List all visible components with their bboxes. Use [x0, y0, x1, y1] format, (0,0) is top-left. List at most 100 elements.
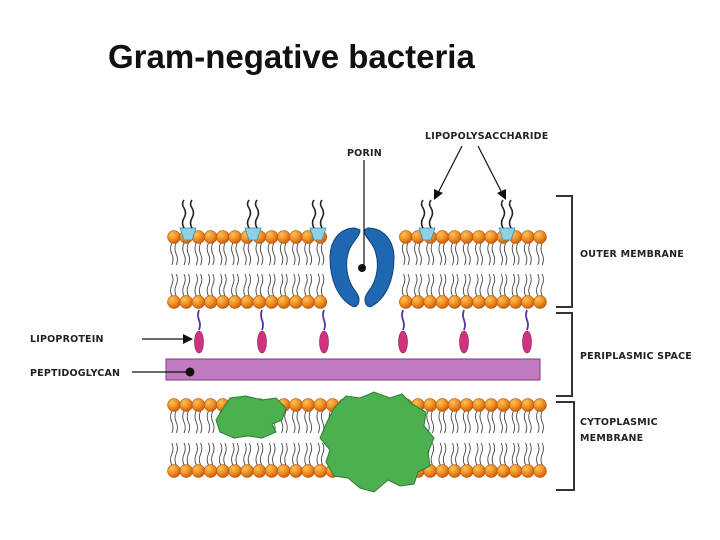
lipid-tail	[292, 273, 296, 297]
lipid-head	[167, 295, 181, 309]
lipid-tail	[418, 242, 422, 266]
lipid-tail	[304, 242, 308, 266]
lipid-head	[435, 398, 450, 412]
lipid-head	[289, 398, 303, 412]
lipid-tail	[267, 442, 272, 466]
lps-core	[309, 227, 327, 241]
lipid-tail	[406, 242, 410, 266]
o-antigen-chain	[508, 199, 514, 229]
lipid-head	[301, 295, 315, 309]
lipid-tail	[442, 273, 447, 297]
lipid-tail	[304, 410, 308, 434]
lipid-tail	[206, 410, 211, 434]
lipid-tail	[170, 410, 174, 434]
slide-title: Gram-negative bacteria	[108, 38, 475, 75]
lipid-tail	[211, 273, 215, 297]
o-antigen-chain	[428, 199, 434, 229]
lipid-head	[216, 230, 230, 244]
o-antigen-chain	[500, 199, 506, 229]
lipid-head	[277, 230, 291, 244]
lipid-head	[533, 295, 547, 309]
cytoplasmic-membrane-label-line2: MEMBRANE	[580, 433, 643, 444]
lipid-tail	[272, 273, 276, 297]
lipid-head	[399, 230, 413, 244]
lipid-tail	[235, 242, 239, 266]
lipoprotein-anchor	[197, 309, 201, 331]
lipid-tail	[430, 273, 435, 297]
lipid-tail	[170, 442, 174, 466]
lipid-head	[191, 295, 206, 309]
lipid-head	[179, 398, 193, 412]
lipid-tail	[455, 410, 459, 434]
lipid-head	[228, 464, 242, 478]
lipid-tail	[316, 442, 320, 466]
lipid-tail	[503, 273, 508, 297]
lipid-tail	[528, 410, 532, 434]
periplasmic-space-label: PERIPLASMIC SPACE	[580, 351, 692, 362]
lipid-head	[264, 230, 279, 244]
lipoprotein	[522, 330, 532, 354]
o-antigen-chain	[319, 199, 325, 229]
lipid-tail	[255, 442, 259, 466]
lipid-tail	[511, 410, 516, 434]
lipid-tail	[272, 242, 276, 266]
lipid-tail	[198, 410, 203, 434]
lipid-head	[533, 398, 547, 412]
lipopolysaccharide-label: LIPOPOLYSACCHARIDE	[425, 131, 548, 142]
lipid-tail	[267, 242, 272, 266]
lipid-tail	[503, 242, 508, 266]
o-antigen-chain	[189, 199, 195, 229]
lipid-tail	[231, 442, 235, 466]
lipid-tail	[511, 442, 516, 466]
lipid-tail	[455, 442, 459, 466]
lipid-head	[228, 295, 242, 309]
lipid-tail	[540, 273, 544, 297]
lipid-head	[167, 398, 181, 412]
lipid-tail	[206, 273, 211, 297]
lipid-head	[484, 295, 498, 309]
lipid-tail	[186, 242, 191, 266]
lipid-head	[203, 295, 218, 309]
lipid-tail	[320, 242, 325, 266]
lipid-tail	[455, 273, 459, 297]
lipid-head	[521, 398, 535, 412]
lipid-tail	[296, 273, 300, 297]
lipid-head	[447, 464, 462, 478]
lipid-tail	[511, 242, 516, 266]
lipid-head	[447, 295, 462, 309]
lipid-tail	[223, 442, 227, 466]
lipid-head	[289, 230, 303, 244]
lipid-head	[240, 464, 254, 478]
lipoprotein-anchor	[322, 309, 326, 331]
lipid-tail	[528, 242, 532, 266]
lipid-head	[264, 295, 279, 309]
lipid-tail	[418, 273, 422, 297]
layer-brackets	[556, 195, 575, 491]
lipid-tail	[170, 273, 174, 297]
o-antigen-chain	[181, 199, 187, 229]
lps-core	[179, 227, 197, 241]
lipid-tail	[259, 442, 264, 466]
peptidoglycan-pointer	[132, 367, 195, 377]
lipid-tail	[198, 242, 203, 266]
lipid-tail	[211, 410, 215, 434]
lipoprotein-anchor	[260, 309, 264, 331]
lipid-tail	[462, 410, 467, 434]
lipid-tail	[304, 273, 308, 297]
lipid-tail	[450, 410, 455, 434]
lipid-head	[484, 464, 498, 478]
lipid-head	[508, 464, 523, 478]
lipid-head	[460, 295, 474, 309]
lipid-head	[179, 464, 193, 478]
lipid-tail	[516, 442, 520, 466]
lipid-tail	[462, 442, 467, 466]
lps-core	[244, 227, 262, 241]
lipoprotein	[257, 330, 267, 354]
lipid-tail	[442, 410, 447, 434]
lipid-tail	[438, 442, 442, 466]
lipid-tail	[462, 242, 467, 266]
lipid-tail	[475, 442, 479, 466]
lipid-tail	[182, 273, 186, 297]
lipid-tail	[467, 442, 471, 466]
lipid-tail	[499, 273, 503, 297]
